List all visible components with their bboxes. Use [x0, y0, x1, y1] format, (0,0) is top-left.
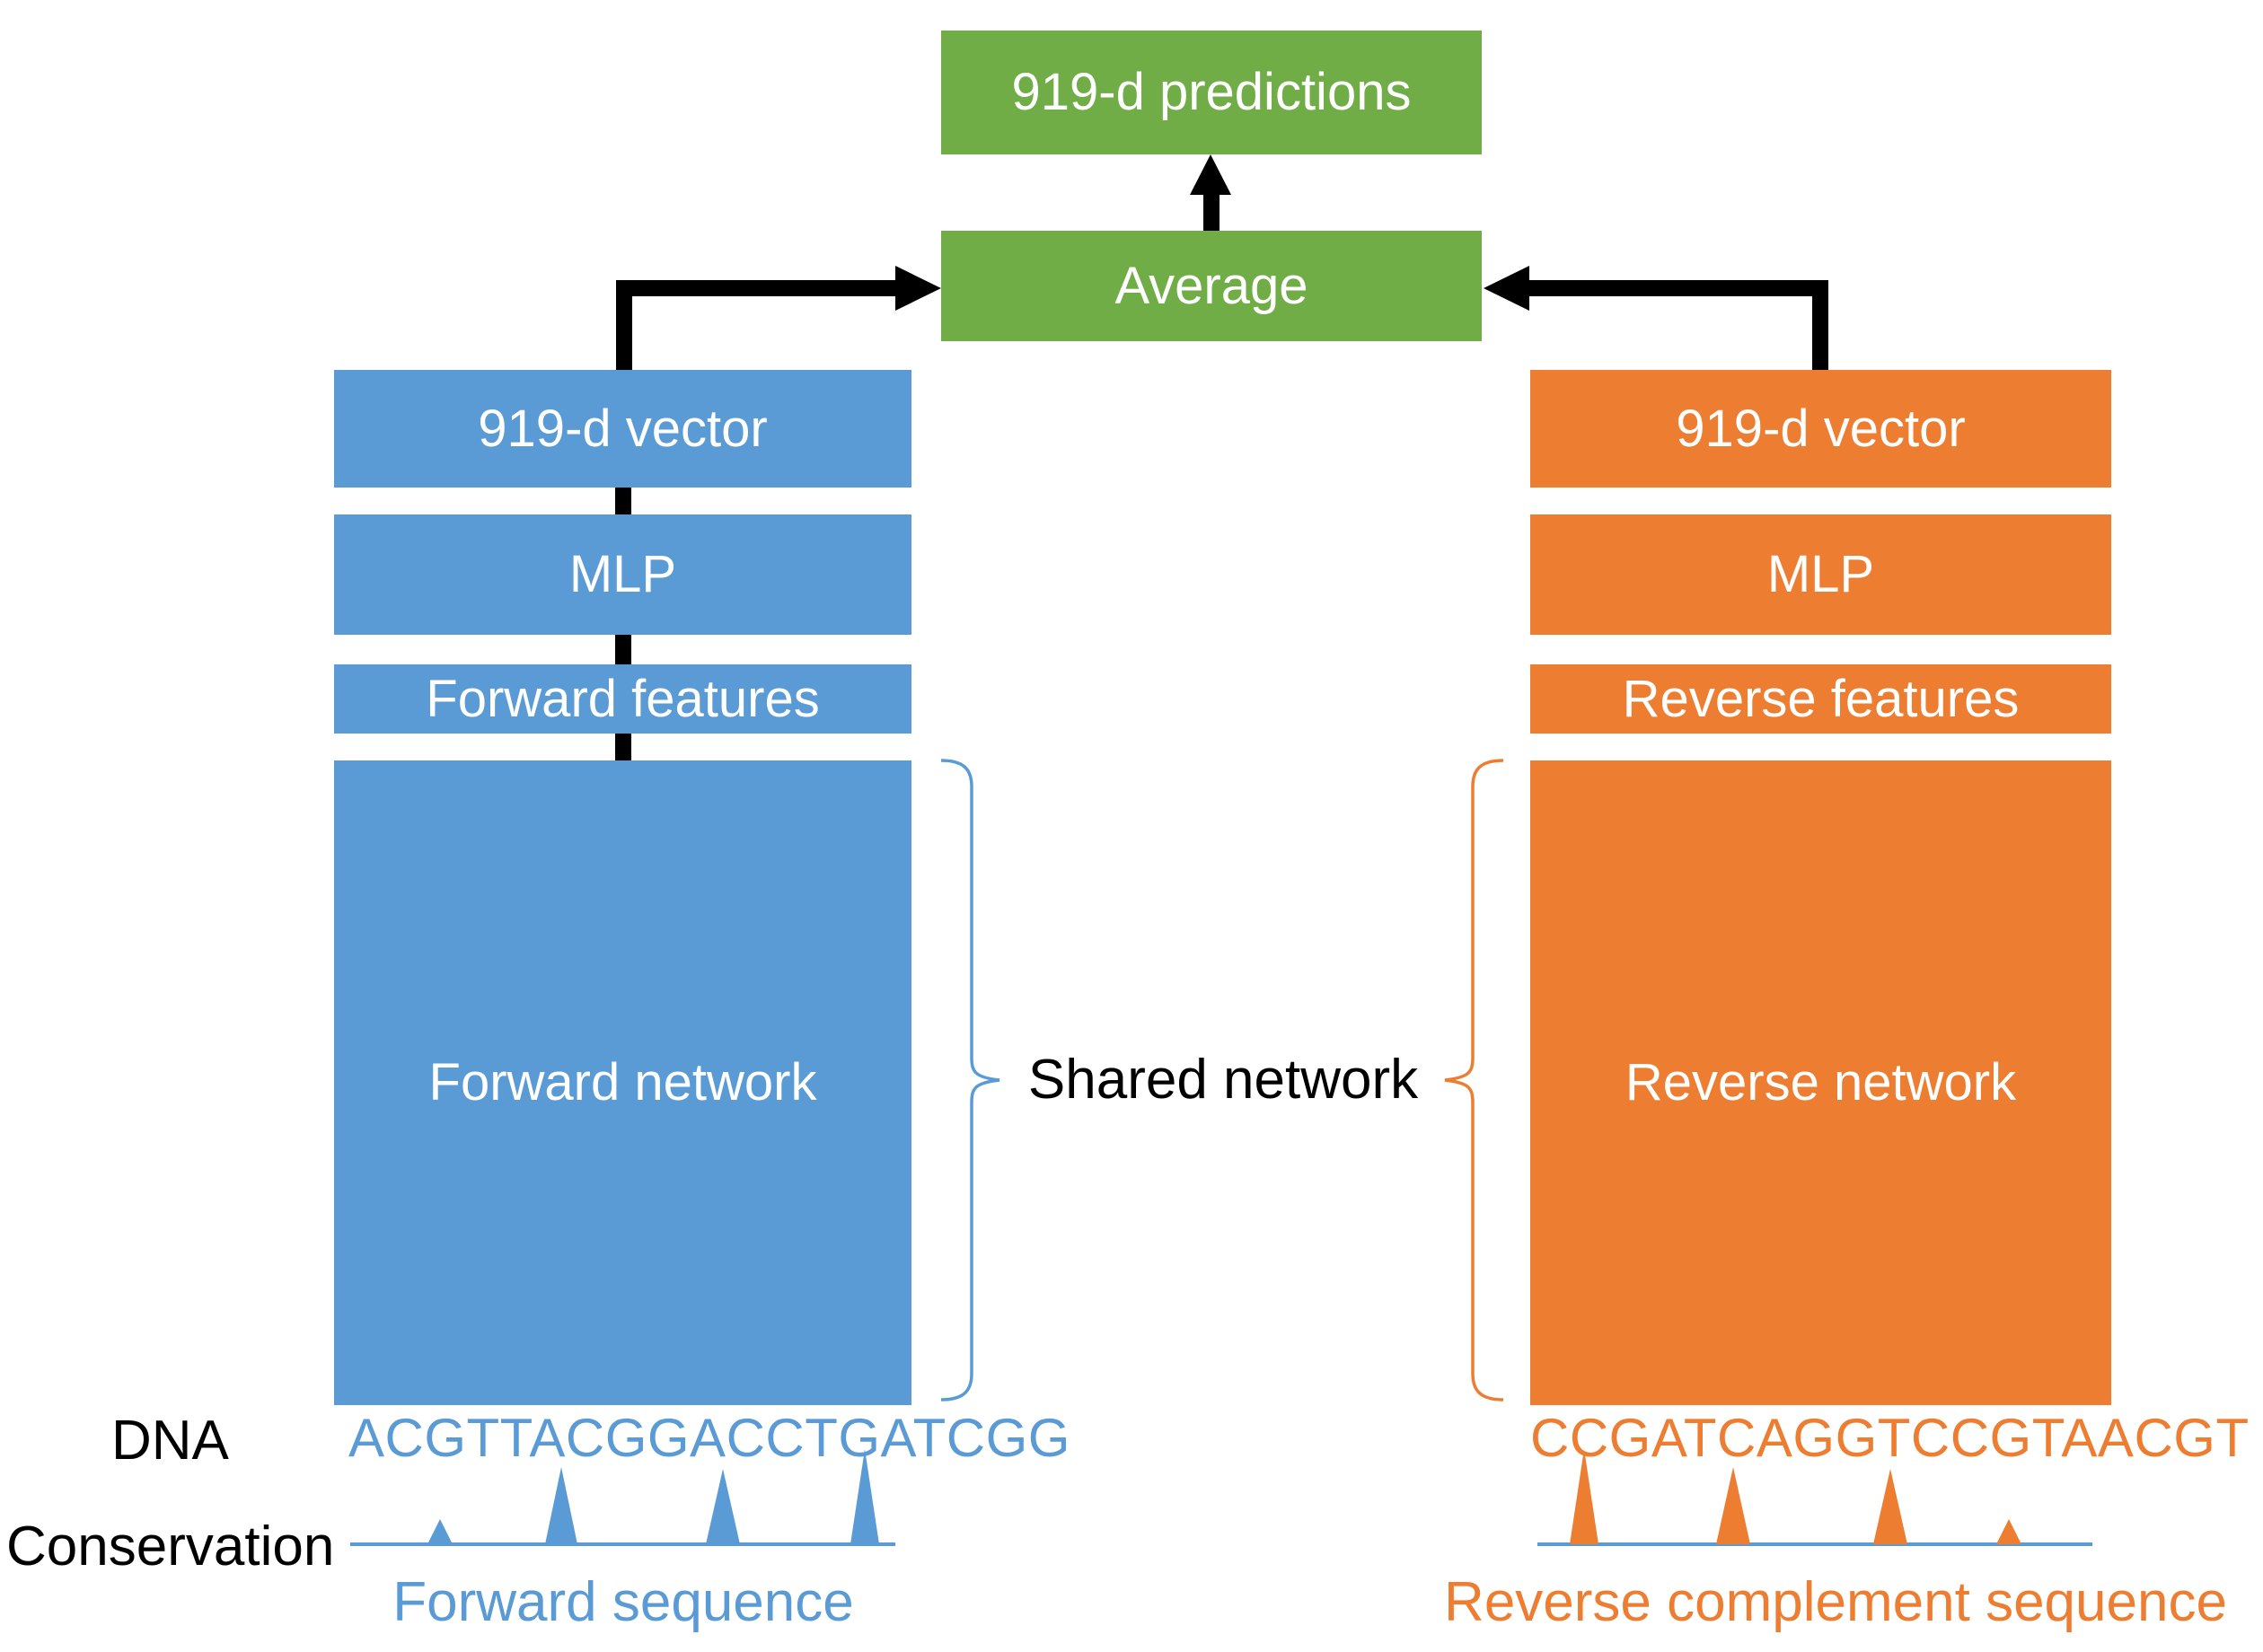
predictions-label: 919-d predictions	[1011, 63, 1412, 121]
average-label: Average	[1114, 256, 1308, 315]
forward-network-box: Forward network	[334, 760, 911, 1405]
shared-network-label: Shared network	[1027, 1049, 1419, 1111]
forward-mlp-label: MLP	[568, 545, 677, 603]
forward-network-label: Forward network	[428, 1053, 817, 1112]
up-arrow	[1190, 154, 1231, 232]
reverse-sequence-caption: Reverse complement sequence	[1444, 1571, 2227, 1633]
conservation-row-label: Conservation	[6, 1516, 335, 1577]
reverse-mlp-label: MLP	[1766, 545, 1875, 603]
dna-row-label: DNA	[111, 1410, 229, 1472]
forward-mlp-box: MLP	[334, 514, 911, 635]
reverse-features-box: Reverse features	[1530, 664, 2111, 734]
left-brace	[940, 759, 1000, 1402]
forward-dash-1	[615, 484, 631, 518]
forward-vector-box: 919-d vector	[334, 370, 911, 488]
reverse-network-box: Reverse network	[1530, 760, 2111, 1405]
forward-dna-sequence: ACGTTACGGACCTGATCGG	[348, 1408, 1070, 1468]
forward-features-label: Forward features	[426, 669, 820, 728]
reverse-elbow-arrow	[1484, 266, 1828, 371]
forward-vector-label: 919-d vector	[478, 399, 768, 458]
forward-elbow-arrow	[616, 266, 941, 371]
predictions-box: 919-d predictions	[941, 31, 1482, 154]
forward-dash-2	[615, 631, 631, 668]
forward-sequence-caption: Forward sequence	[392, 1571, 854, 1633]
reverse-vector-box: 919-d vector	[1530, 370, 2111, 488]
forward-dash-3	[615, 730, 631, 764]
reverse-features-label: Reverse features	[1622, 669, 2020, 728]
forward-features-box: Forward features	[334, 664, 911, 734]
right-brace	[1444, 759, 1504, 1402]
average-box: Average	[941, 231, 1482, 341]
reverse-vector-label: 919-d vector	[1676, 399, 1966, 458]
reverse-dna-sequence: CCGATCAGGTCCGTAACGT	[1530, 1408, 2250, 1468]
reverse-mlp-box: MLP	[1530, 514, 2111, 635]
reverse-network-label: Reverse network	[1625, 1053, 2017, 1112]
